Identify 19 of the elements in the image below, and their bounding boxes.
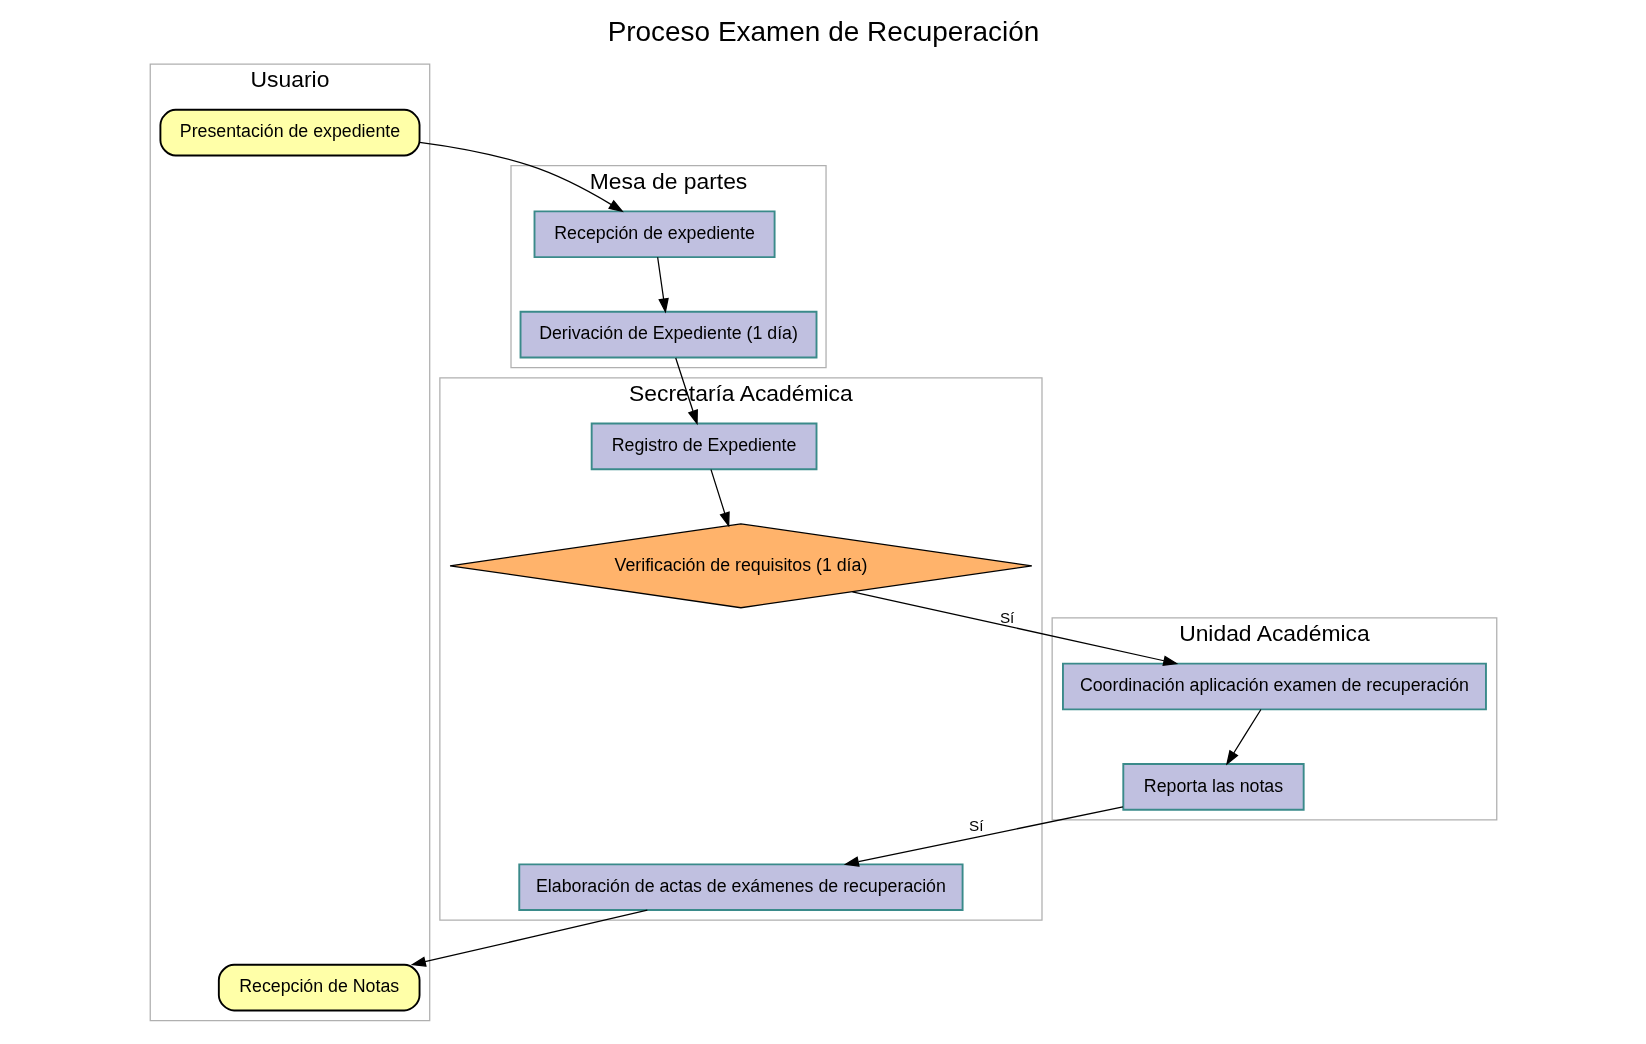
node-box: Derivación de Expediente (1 día): [519, 310, 817, 359]
node-box: Recepción de expediente: [533, 210, 776, 259]
node-box: Elaboración de actas de exámenes de recuperación: [517, 863, 964, 912]
arrow: [418, 141, 624, 213]
arrow: [656, 256, 669, 314]
edge-label: Sí: [968, 817, 984, 835]
node-box: Registro de Expediente: [590, 422, 817, 471]
node-box: Coordinación aplicación examen de recuperación: [1061, 662, 1487, 711]
arrow: [851, 591, 1178, 666]
arrow: [709, 469, 730, 528]
node-box: Reporta las notas: [1121, 763, 1305, 811]
diagram-title: Proceso Examen de Recuperación: [607, 15, 1039, 47]
node-diamond: Verificación de requisitos (1 día): [448, 523, 1032, 609]
arrow: [410, 909, 648, 967]
arrow: [1225, 708, 1262, 766]
node-box: Presentación de expediente: [158, 108, 420, 157]
node-box: Recepción de Notas: [217, 963, 420, 1012]
edge-label: Sí: [999, 609, 1014, 627]
arrow: [843, 806, 1124, 867]
